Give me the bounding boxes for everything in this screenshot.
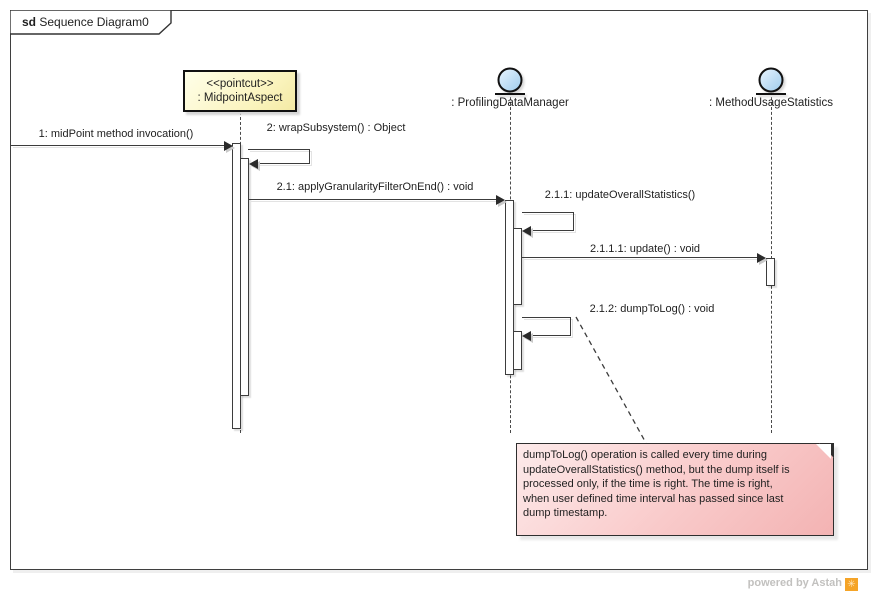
message-line (248, 149, 310, 151)
diagram-frame (10, 10, 868, 570)
sync-arrowhead-icon (522, 331, 531, 341)
lifeline-head-midpoint-aspect: <<pointcut>> : MidpointAspect (183, 70, 297, 112)
message-line (522, 212, 574, 214)
entity-icon (495, 67, 525, 95)
message-line (570, 317, 572, 336)
message-label: 2.1.1.1: update() : void (589, 243, 701, 255)
message-label: 1: midPoint method invocation() (38, 128, 194, 140)
lifeline-name: : ProfilingDataManager (451, 97, 569, 109)
sync-arrowhead-icon (496, 195, 505, 205)
activation-pdm-nested-2 (513, 331, 522, 370)
activation-mus (766, 258, 775, 286)
message-label: 2.1.1: updateOverallStatistics() (544, 189, 696, 201)
activation-pdm-nested-1 (513, 228, 522, 305)
frame-keyword: sd (22, 15, 37, 29)
frame-title-text: Sequence Diagram0 (39, 15, 149, 29)
message-line (258, 163, 310, 165)
message-line (522, 317, 571, 319)
message-label: 2.1: applyGranularityFilterOnEnd() : voi… (276, 181, 474, 193)
note-fold-icon (816, 444, 831, 459)
lifeline-name: : MidpointAspect (197, 92, 283, 104)
message-line (11, 145, 224, 147)
message-line (531, 335, 571, 337)
entity-icon (756, 67, 786, 95)
message-line (249, 199, 496, 201)
stereotype-label: <<pointcut>> (206, 78, 274, 90)
sync-arrowhead-icon (522, 226, 531, 236)
lifeline-name: : MethodUsageStatistics (708, 97, 833, 109)
message-line (531, 230, 574, 232)
message-line (522, 257, 757, 259)
activation-midpoint-nested (240, 158, 249, 396)
message-label: 2.1.2: dumpToLog() : void (589, 303, 715, 315)
frame-title-tab (10, 10, 172, 35)
powered-by-astah-label: powered by Astah (747, 577, 842, 589)
note-anchor-line (575, 316, 647, 444)
message-line (309, 149, 311, 164)
frame-title: sd Sequence Diagram0 (22, 15, 149, 29)
astah-logo-icon: ✳ (845, 578, 858, 591)
sync-arrowhead-icon (224, 141, 233, 151)
sync-arrowhead-icon (249, 159, 258, 169)
message-line (573, 212, 575, 231)
note: dumpToLog() operation is called every ti… (516, 443, 834, 536)
sync-arrowhead-icon (757, 253, 766, 263)
message-label: 2: wrapSubsystem() : Object (266, 122, 406, 134)
